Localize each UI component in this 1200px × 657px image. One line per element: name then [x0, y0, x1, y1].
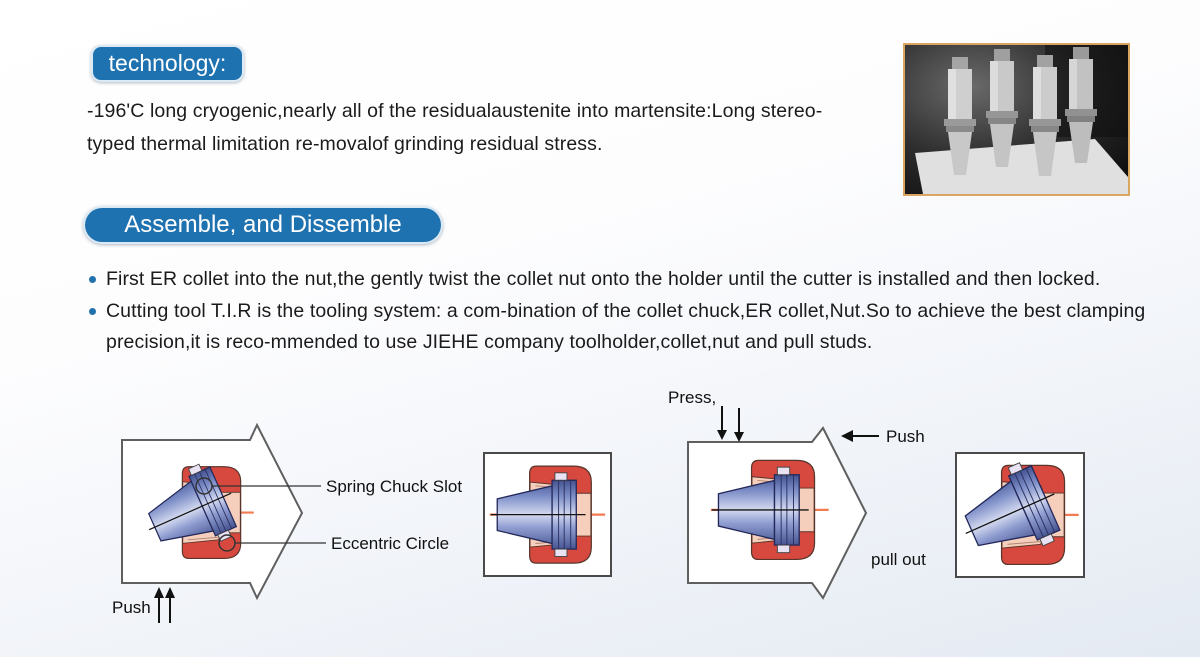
toolholder-silhouettes [944, 47, 1097, 176]
push-left-arrowhead [841, 430, 853, 442]
press-label: Press, [668, 388, 716, 407]
bullet-text: precision,it is reco-mmended to use JIEH… [106, 331, 873, 353]
push-up-arrows [154, 587, 175, 623]
bullet-item: Cutting tool T.I.R is the tooling system… [89, 296, 1145, 328]
toolholders-photo-illustration [905, 45, 1128, 194]
technology-badge: technology: [91, 45, 244, 82]
technology-paragraph: -196'C long cryogenic,nearly all of the … [87, 95, 822, 160]
bullet-text: Cutting tool T.I.R is the tooling system… [106, 299, 1146, 322]
assemble-dissemble-badge: Assemble, and Dissemble [83, 206, 443, 244]
bullet-item-continuation: precision,it is reco-mmended to use JIEH… [89, 327, 1145, 359]
toolholders-photo [903, 43, 1130, 196]
press-down-arrows [717, 406, 744, 442]
bullet-dot [89, 276, 96, 283]
assemble-bullet-list: First ER collet into the nut,the gently … [89, 264, 1145, 359]
assemble-dissemble-badge-label: Assemble, and Dissemble [124, 211, 402, 238]
bullet-text: First ER collet into the nut,the gently … [106, 268, 1101, 290]
technology-badge-label: technology: [108, 50, 227, 76]
assembly-diagram: Spring Chuck Slot Eccentric Circle Push … [112, 388, 1085, 623]
push-top-label: Push [886, 427, 925, 446]
push-bottom-label: Push [112, 598, 151, 617]
spring-chuck-slot-label: Spring Chuck Slot [326, 477, 462, 496]
bullet-dot [89, 307, 96, 315]
technology-paragraph-line-1: -196'C long cryogenic,nearly all of the … [87, 100, 823, 122]
pull-out-label: pull out [871, 550, 926, 569]
eccentric-circle-label: Eccentric Circle [331, 534, 449, 553]
technology-paragraph-line-2: typed thermal limitation re-movalof grin… [87, 132, 603, 155]
bullet-item: First ER collet into the nut,the gently … [89, 264, 1145, 296]
